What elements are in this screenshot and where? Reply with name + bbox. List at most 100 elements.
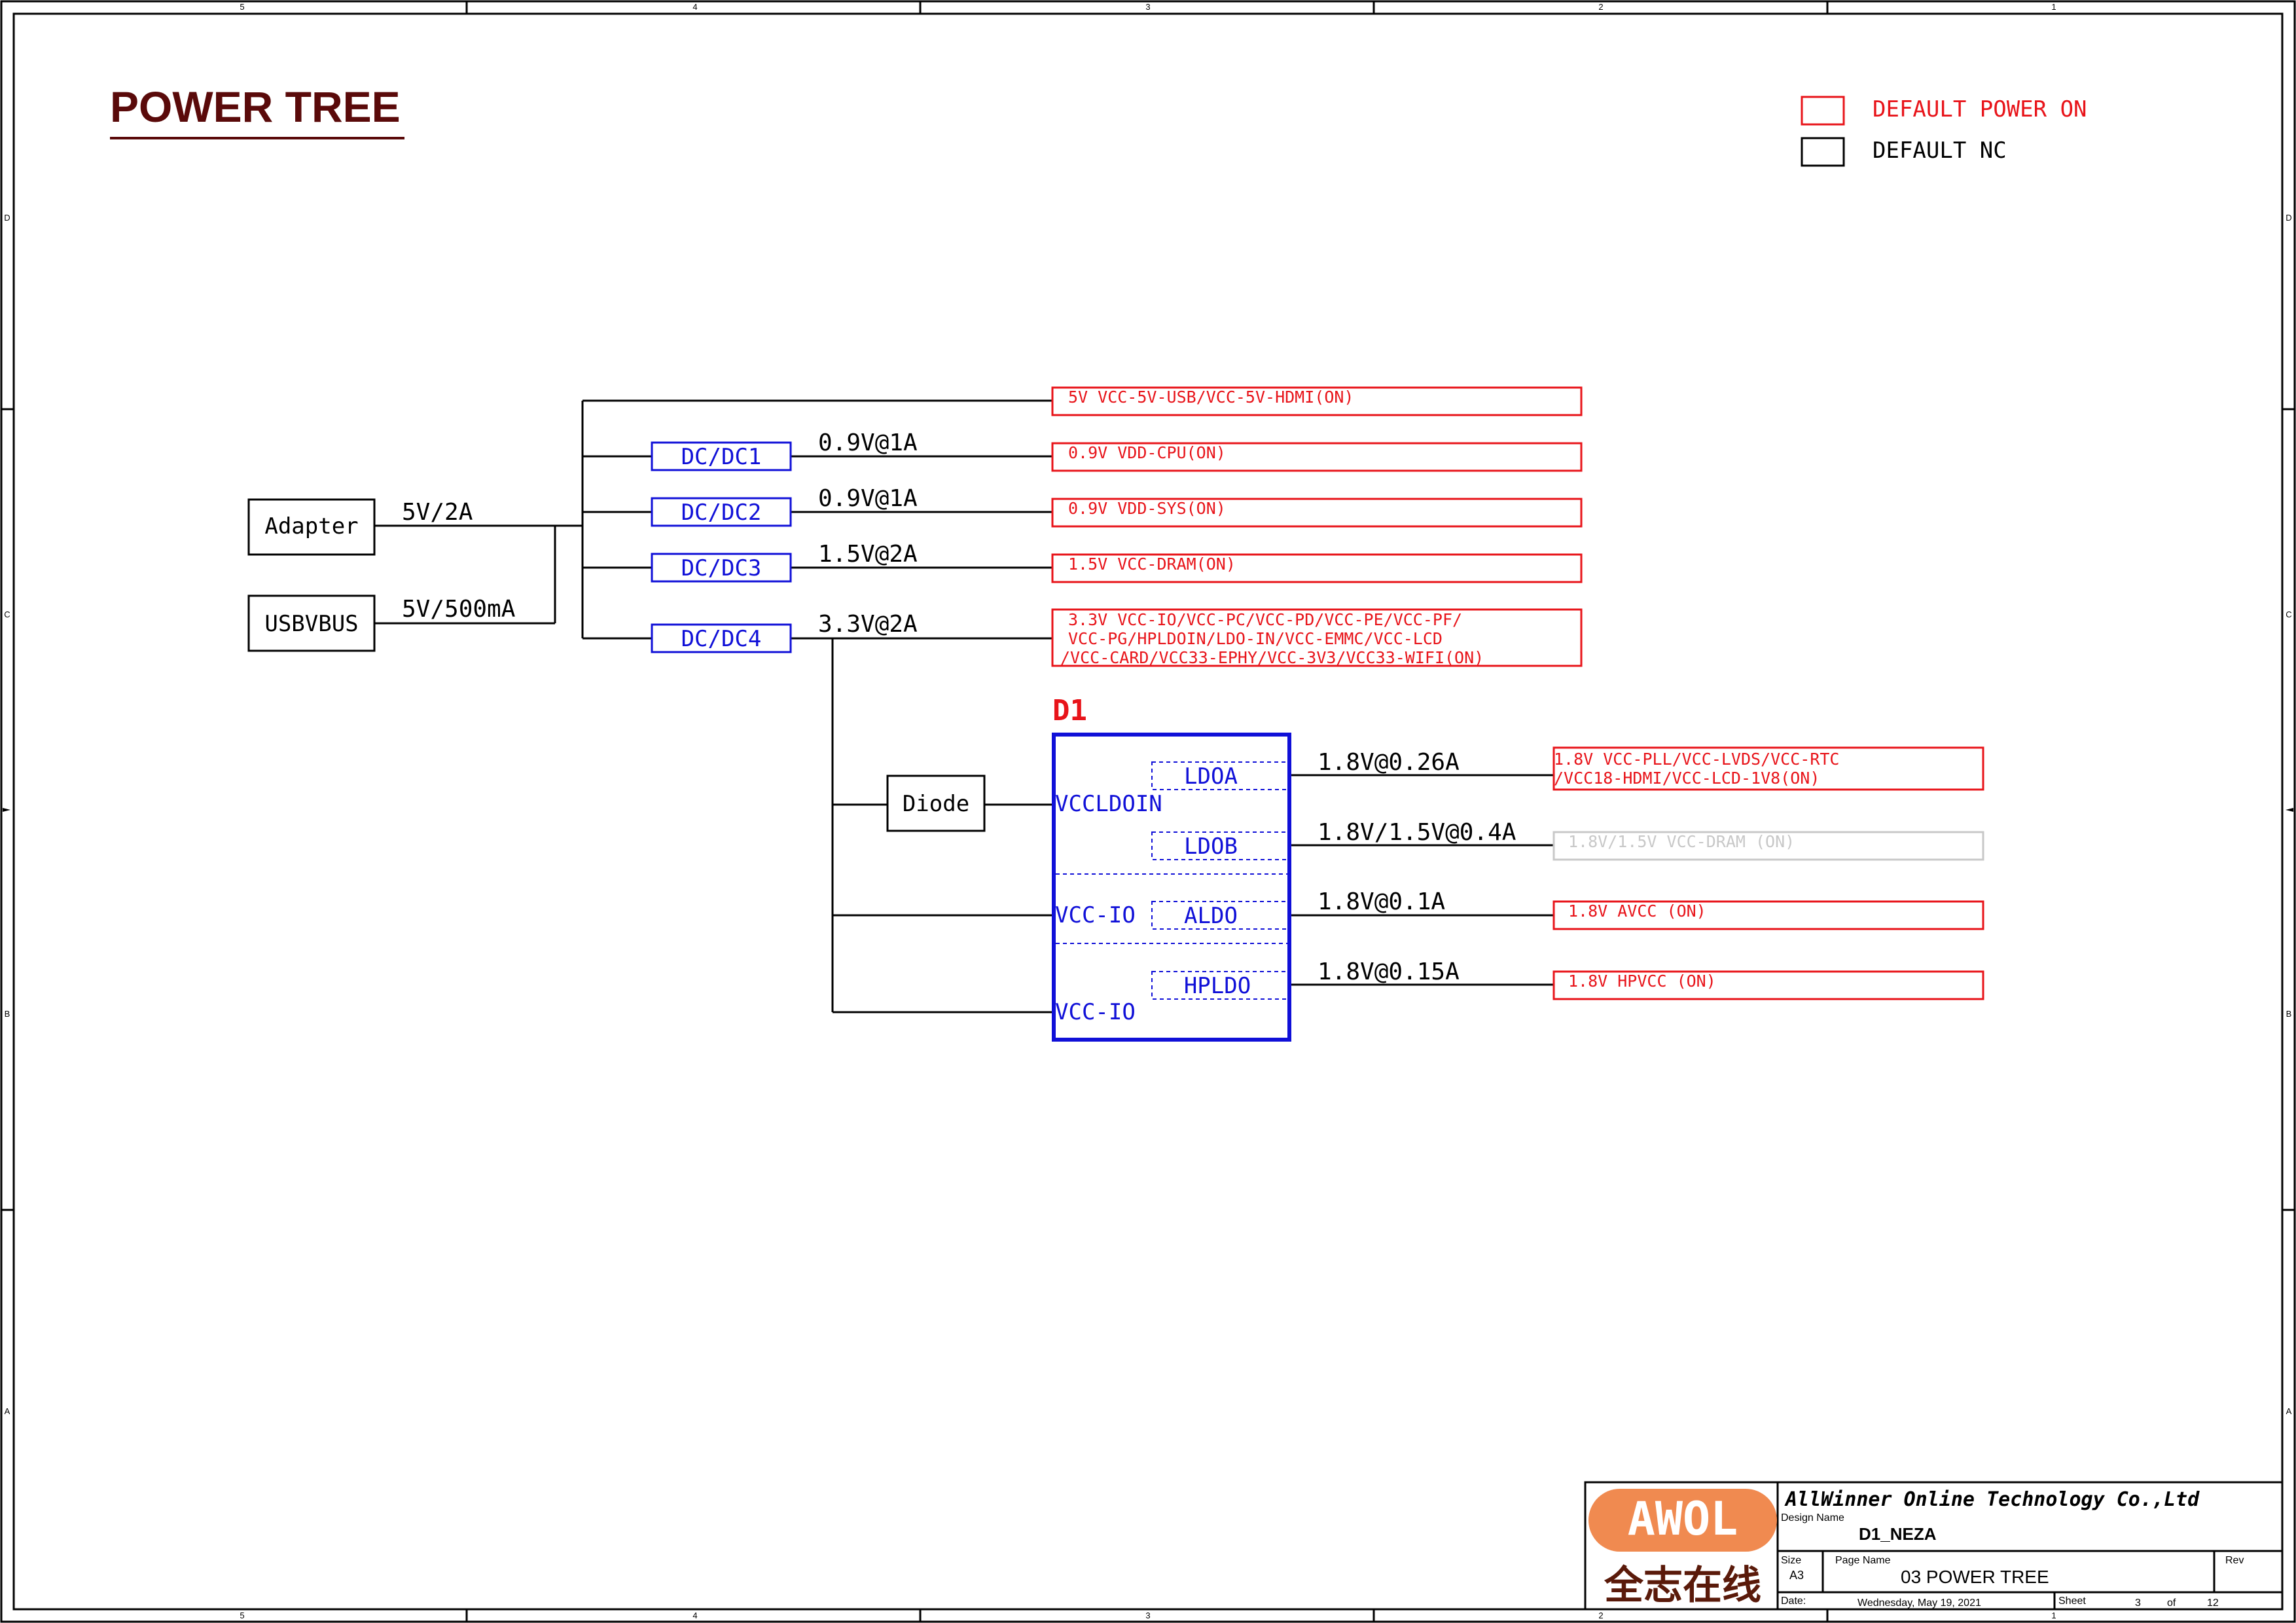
pin-vccldoin: VCCLDOIN [1055,791,1162,817]
rail-ldob: 1.8V/1.5V VCC-DRAM (ON) [1552,831,1984,861]
company-logo-cn: 全志在线 [1604,1563,1761,1609]
legend-nc-swatch [1801,137,1845,167]
row-marker-C-left: C [4,610,10,619]
rail-aldo-box [1552,900,1984,930]
col-marker-5-bottom: 5 [240,1611,244,1620]
dcdc3: DC/DC3 [651,553,792,583]
rail-hpldo: 1.8V HPVCC (ON) [1552,970,1984,1000]
design-name-value: D1_NEZA [1859,1524,1937,1544]
legend: DEFAULT POWER ON DEFAULT NC [1801,96,2087,167]
rail-ldob-box [1552,831,1984,861]
hpldo-block [1151,971,1289,1000]
rail-5v-box [1051,386,1583,416]
design-name-label: Design Name [1781,1512,1844,1523]
row-marker-D-left: D [4,213,10,223]
wiring [374,399,1554,1013]
rail-ldoa-line-2: /VCC18-HDMI/VCC-LCD-1V8(ON) [1554,769,1820,788]
rail-cpu-label: 0.9V VDD-CPU(ON) [1068,443,1226,462]
dcdc4-box [651,623,792,653]
row-markers: D C B A D C B A [4,213,2291,1416]
dcdc1-box [651,441,792,471]
col-marker-4-bottom: 4 [692,1611,697,1620]
page-name-value: 03 POWER TREE [1901,1567,2049,1587]
dcdc4-output: 3.3V@2A [818,611,918,638]
usbvbus-label: USBVBUS [264,611,358,637]
rail-sys-box [1051,498,1583,528]
row-marker-A-left: A [5,1406,10,1416]
dcdc3-box [651,553,792,583]
sheet-value: 3 [2135,1597,2141,1609]
sheet-label: Sheet [2058,1596,2086,1607]
dcdc1-label: DC/DC1 [681,444,762,470]
column-markers: 5 4 3 2 1 5 4 3 2 1 [240,2,2056,1620]
row-marker-D-right: D [2286,213,2291,223]
rail-cpu-box [1051,442,1583,472]
row-marker-B-right: B [2286,1009,2292,1019]
rev-label: Rev [2225,1555,2244,1566]
ldoa-output: 1.8V@0.26A [1318,749,1460,776]
usbvbus-rating: 5V/500mA [402,596,516,623]
rail-ldoa: 1.8V VCC-PLL/VCC-LVDS/VCC-RTC /VCC18-HDM… [1552,746,1984,791]
page-title: POWER TREE [110,82,401,131]
border-arrows [3,808,2293,812]
legend-on-label: DEFAULT POWER ON [1873,96,2087,122]
rail-5v: 5V VCC-5V-USB/VCC-5V-HDMI(ON) [1051,386,1583,416]
rail-io-line-2: VCC-PG/HPLDOIN/LDO-IN/VCC-EMMC/VCC-LCD [1068,629,1443,648]
diode: Diode [886,775,986,832]
rail-dram-box [1051,553,1583,583]
rail-hpldo-label: 1.8V HPVCC (ON) [1568,972,1716,991]
rail-dram: 1.5V VCC-DRAM(ON) [1051,553,1583,583]
pmic-d1: LDOA LDOB ALDO HPLDO VCCLDOIN VCC-IO VCC… [1052,733,1291,1042]
pmic-body [1052,733,1291,1042]
company-name: AllWinner Online Technology Co.,Ltd [1784,1488,2200,1511]
aldo-label: ALDO [1184,903,1238,929]
ldob-block [1151,831,1289,860]
adapter-rating: 5V/2A [402,499,473,526]
sheet-total: 12 [2207,1597,2219,1609]
company-logo-badge [1588,1489,1777,1552]
col-marker-5-top: 5 [240,2,244,12]
legend-nc-label: DEFAULT NC [1873,137,2007,164]
rail-ldob-label: 1.8V/1.5V VCC-DRAM (ON) [1568,832,1795,851]
ldob-label: LDOB [1184,833,1238,860]
dcdc4-label: DC/DC4 [681,626,762,652]
title-block: AWOL 全志在线 AllWinner Online Technology Co… [1584,1481,2284,1611]
adapter-box [247,498,376,556]
aldo-output: 1.8V@0.1A [1318,888,1445,915]
dcdc2-output: 0.9V@1A [818,485,918,512]
size-label: Size [1781,1555,1801,1566]
source-usbvbus: USBVBUS [247,594,376,652]
dcdc1: DC/DC1 [651,441,792,471]
col-marker-3-top: 3 [1145,2,1150,12]
diode-box [886,775,986,832]
date-label: Date: [1781,1596,1806,1607]
col-marker-2-top: 2 [1598,2,1603,12]
aldo-block [1151,901,1289,930]
dcdc3-output: 1.5V@2A [818,541,918,568]
rail-5v-label: 5V VCC-5V-USB/VCC-5V-HDMI(ON) [1068,388,1354,407]
rail-sys: 0.9V VDD-SYS(ON) [1051,498,1583,528]
dcdc2: DC/DC2 [651,497,792,527]
col-marker-1-bottom: 1 [2051,1611,2056,1620]
rail-io: 3.3V VCC-IO/VCC-PC/VCC-PD/VCC-PE/VCC-PF/… [1051,608,1583,667]
ldoa-label: LDOA [1184,763,1238,790]
company-logo-text: AWOL [1628,1492,1738,1546]
ldob-output: 1.8V/1.5V@0.4A [1318,819,1516,846]
pmic-ref: D1 [1052,694,1087,727]
adapter-label: Adapter [264,513,358,539]
dcdc4: DC/DC4 [651,623,792,653]
usbvbus-box [247,594,376,652]
rail-hpldo-box [1552,970,1984,1000]
ldoa-block [1151,761,1289,790]
rail-io-line-1: 3.3V VCC-IO/VCC-PC/VCC-PD/VCC-PE/VCC-PF/ [1068,610,1462,629]
page-name-label: Page Name [1835,1555,1891,1566]
col-marker-4-top: 4 [692,2,697,12]
legend-on-swatch [1801,96,1845,126]
diode-label: Diode [903,791,969,817]
dcdc2-box [651,497,792,527]
pin-vcc-io-1: VCC-IO [1055,902,1136,928]
col-marker-2-bottom: 2 [1598,1611,1603,1620]
col-marker-1-top: 1 [2051,2,2056,12]
dcdc3-label: DC/DC3 [681,555,762,581]
